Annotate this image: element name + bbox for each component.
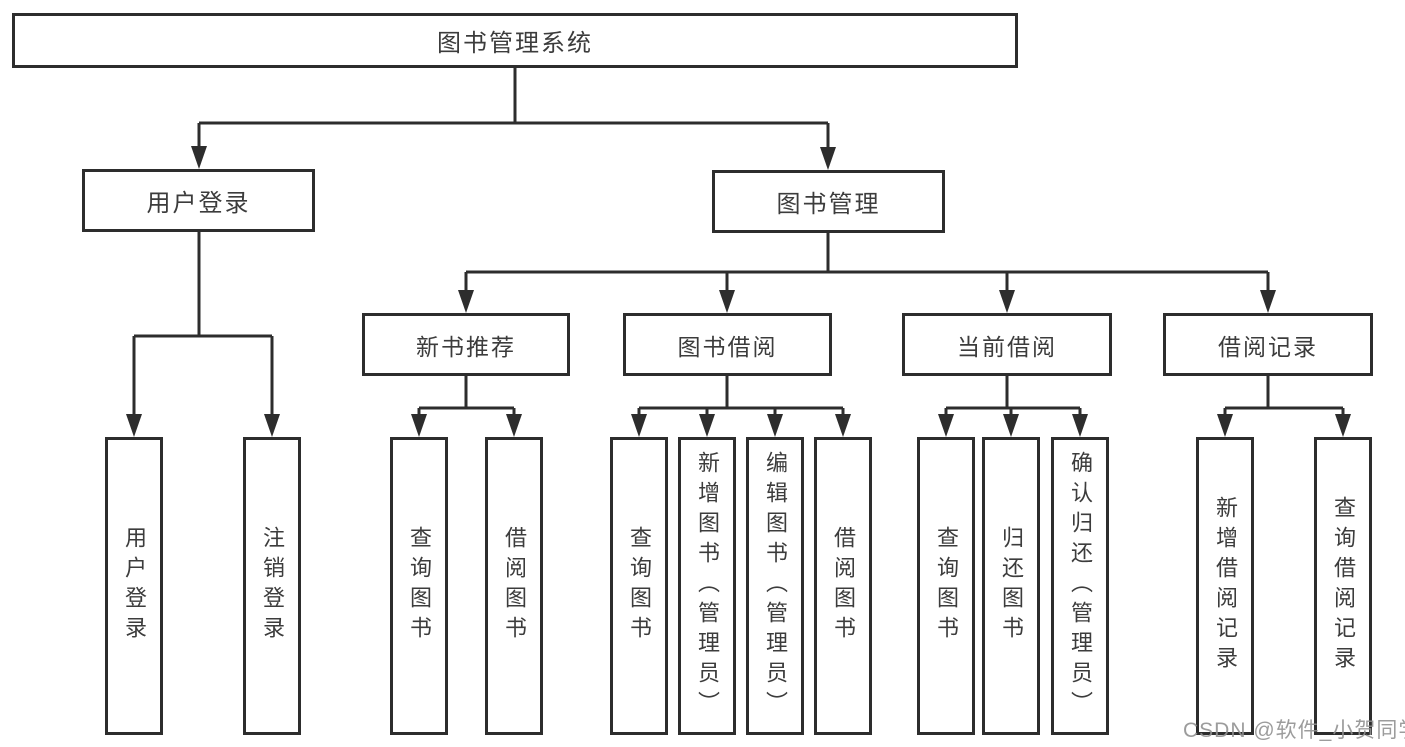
- leaf-query-book-borrow: 查询图书: [610, 437, 668, 735]
- leaf-label: 查询图书: [934, 526, 959, 646]
- leaf-label: 编辑图书（管理员）: [763, 451, 788, 721]
- node-borrow-record: 借阅记录: [1163, 313, 1373, 376]
- leaf-logout-login: 注销登录: [243, 437, 301, 735]
- leaf-label: 归还图书: [999, 526, 1024, 646]
- leaf-return-book: 归还图书: [982, 437, 1040, 735]
- node-current-borrow: 当前借阅: [902, 313, 1112, 376]
- leaf-query-book-recommend: 查询图书: [390, 437, 448, 735]
- node-library-system: 图书管理系统: [12, 13, 1018, 68]
- leaf-label: 确认归还（管理员）: [1068, 451, 1093, 721]
- leaf-label: 查询图书: [407, 526, 432, 646]
- node-label: 图书借阅: [677, 333, 778, 360]
- leaf-borrow-book: 借阅图书: [814, 437, 872, 735]
- node-new-book-recommend: 新书推荐: [362, 313, 570, 376]
- leaf-edit-book-admin: 编辑图书（管理员）: [746, 437, 804, 735]
- leaf-add-book-admin: 新增图书（管理员）: [678, 437, 736, 735]
- leaf-label: 新增借阅记录: [1213, 496, 1238, 676]
- leaf-label: 新增图书（管理员）: [695, 451, 720, 721]
- node-label: 借阅记录: [1218, 333, 1318, 360]
- watermark: CSDN @软件_小贺同学: [1183, 719, 1405, 742]
- node-book-borrow: 图书借阅: [623, 313, 832, 376]
- leaf-label: 查询借阅记录: [1331, 496, 1356, 676]
- node-label: 用户登录: [146, 190, 251, 217]
- node-label: 图书管理系统: [437, 30, 593, 57]
- node-label: 当前借阅: [957, 333, 1057, 360]
- leaf-label: 借阅图书: [502, 526, 527, 646]
- node-user-login: 用户登录: [82, 169, 315, 232]
- node-label: 新书推荐: [416, 333, 516, 360]
- leaf-query-borrow-record: 查询借阅记录: [1314, 437, 1372, 735]
- leaf-label: 借阅图书: [831, 526, 856, 646]
- node-book-management: 图书管理: [712, 170, 945, 233]
- leaf-label: 注销登录: [260, 526, 285, 646]
- leaf-borrow-book-recommend: 借阅图书: [485, 437, 543, 735]
- leaf-user-login: 用户登录: [105, 437, 163, 735]
- leaf-label: 用户登录: [122, 526, 147, 646]
- node-label: 图书管理: [776, 191, 881, 218]
- leaf-confirm-return-admin: 确认归还（管理员）: [1051, 437, 1109, 735]
- leaf-add-borrow-record: 新增借阅记录: [1196, 437, 1254, 735]
- leaf-query-book-current: 查询图书: [917, 437, 975, 735]
- leaf-label: 查询图书: [627, 526, 652, 646]
